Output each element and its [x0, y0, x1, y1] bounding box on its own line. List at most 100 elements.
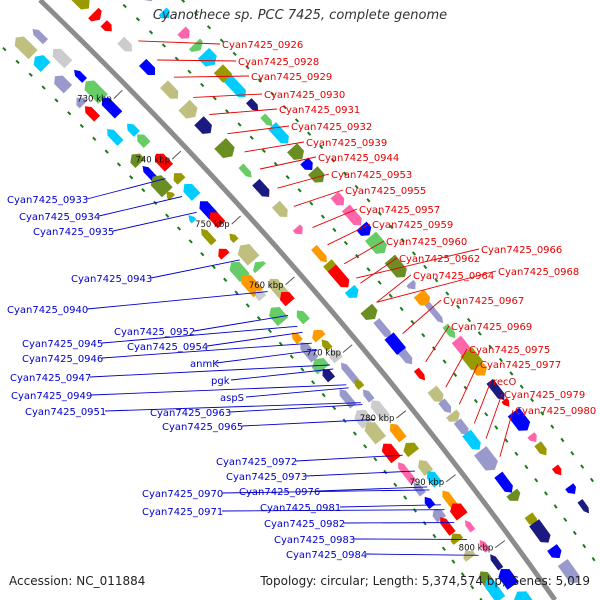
- reverse-gene-label[interactable]: Cyan7425_0933: [7, 195, 88, 206]
- forward-gene-leader: [227, 125, 290, 135]
- forward-gene-leader: [244, 141, 305, 153]
- reverse-gene-leader: [206, 331, 303, 347]
- forward-gene-label[interactable]: Cyan7425_0979: [504, 390, 585, 401]
- reverse-gene-leader: [245, 387, 349, 398]
- reverse-gene-leader: [104, 402, 361, 412]
- reverse-gene-leader: [241, 419, 375, 427]
- forward-gene-label[interactable]: recO: [493, 377, 517, 388]
- forward-gene-label[interactable]: Cyan7425_0977: [480, 360, 561, 371]
- reverse-gene-leader: [89, 364, 330, 378]
- forward-gene-leader: [485, 393, 503, 439]
- forward-gene-label[interactable]: Cyan7425_0953: [331, 170, 412, 181]
- kbp-tick-mark: [342, 344, 353, 353]
- feature-track-1: [137, 0, 590, 514]
- forward-gene-label[interactable]: Cyan7425_0964: [413, 271, 494, 282]
- forward-gene-label[interactable]: Cyan7425_0955: [345, 186, 426, 197]
- reverse-gene-leader: [318, 486, 428, 492]
- reverse-gene-label[interactable]: Cyan7425_0951: [25, 407, 106, 418]
- forward-gene-label[interactable]: Cyan7425_0967: [443, 296, 524, 307]
- forward-gene-leader: [312, 208, 358, 229]
- forward-gene-leader: [277, 173, 330, 189]
- outer-dot-track: [180, 0, 594, 483]
- forward-gene-leader: [260, 156, 317, 170]
- forward-gene-label[interactable]: Cyan7425_0975: [469, 345, 550, 356]
- reverse-gene-label[interactable]: Cyan7425_0981: [260, 503, 341, 514]
- forward-gene-leader: [376, 270, 497, 303]
- forward-gene-leader: [425, 325, 450, 363]
- forward-gene-leader: [209, 108, 278, 115]
- reverse-gene-label[interactable]: Cyan7425_0971: [142, 507, 223, 518]
- forward-gene-label[interactable]: Cyan7425_0966: [481, 245, 562, 256]
- forward-gene-leader: [458, 363, 479, 405]
- reverse-gene-label[interactable]: Cyan7425_0970: [142, 489, 223, 500]
- reverse-gene-label[interactable]: Cyan7425_0943: [71, 274, 152, 285]
- forward-gene-leader: [402, 299, 442, 334]
- reverse-gene-leader: [112, 211, 197, 232]
- forward-gene-label[interactable]: Cyan7425_0962: [399, 254, 480, 265]
- kbp-tick-label: 760 kbp: [249, 281, 284, 291]
- kbp-tick-label: 750 kbp: [195, 220, 230, 230]
- reverse-gene-label[interactable]: Cyan7425_0947: [10, 373, 91, 384]
- map-title: Cyanothece sp. PCC 7425, complete genome: [152, 8, 448, 23]
- kbp-tick-mark: [285, 276, 295, 286]
- forward-gene-label[interactable]: Cyan7425_0960: [386, 237, 467, 248]
- reverse-gene-label[interactable]: aspS: [220, 393, 244, 404]
- forward-gene-leader: [356, 248, 480, 279]
- reverse-gene-label[interactable]: pgk: [211, 376, 230, 387]
- reverse-gene-label[interactable]: Cyan7425_0946: [22, 354, 103, 365]
- reverse-gene-label[interactable]: Cyan7425_0949: [11, 391, 92, 402]
- forward-gene-label[interactable]: Cyan7425_0928: [238, 57, 319, 68]
- reverse-gene-label[interactable]: Cyan7425_0935: [33, 227, 114, 238]
- reverse-gene-label[interactable]: Cyan7425_0954: [127, 342, 208, 353]
- kbp-tick-mark: [113, 89, 123, 99]
- forward-gene-leader: [327, 223, 371, 246]
- reverse-gene-label[interactable]: Cyan7425_0952: [114, 327, 195, 338]
- reverse-gene-leader: [221, 489, 430, 494]
- kbp-tick-label: 790 kbp: [409, 478, 444, 488]
- forward-gene-label[interactable]: Cyan7425_0980: [515, 406, 596, 417]
- reverse-gene-label[interactable]: Cyan7425_0972: [216, 457, 297, 468]
- reverse-gene-leader: [305, 470, 416, 477]
- forward-gene-label[interactable]: Cyan7425_0929: [251, 72, 332, 83]
- forward-gene-label[interactable]: Cyan7425_0932: [291, 122, 372, 133]
- reverse-gene-label[interactable]: Cyan7425_0963: [150, 408, 231, 419]
- reverse-gene-leader: [101, 342, 312, 359]
- reverse-gene-leader: [230, 368, 334, 381]
- reverse-gene-leader: [221, 509, 445, 512]
- reverse-gene-label[interactable]: Cyan7425_0934: [19, 212, 100, 223]
- forward-gene-label[interactable]: Cyan7425_0931: [279, 105, 360, 116]
- kbp-tick-label: 740 kbp: [135, 155, 170, 165]
- reverse-gene-label[interactable]: Cyan7425_0945: [22, 339, 103, 350]
- forward-gene-label[interactable]: Cyan7425_0926: [222, 40, 303, 51]
- forward-gene-label[interactable]: Cyan7425_0957: [359, 205, 440, 216]
- accession-text: Accession: NC_011884: [9, 574, 146, 588]
- kbp-tick-mark: [495, 540, 506, 549]
- reverse-gene-leader: [229, 404, 363, 413]
- kbp-tick-mark: [445, 474, 456, 483]
- reverse-gene-label[interactable]: Cyan7425_0965: [162, 422, 243, 433]
- forward-gene-label[interactable]: Cyan7425_0944: [318, 153, 399, 164]
- forward-gene-leader: [138, 40, 221, 45]
- reverse-gene-leader: [98, 196, 183, 217]
- reverse-gene-label[interactable]: anmK: [190, 359, 219, 370]
- forward-gene-label[interactable]: Cyan7425_0959: [372, 220, 453, 231]
- kbp-tick-label: 730 kbp: [77, 95, 112, 105]
- reverse-gene-label[interactable]: Cyan7425_0982: [264, 519, 345, 530]
- genome-backbone: [38, 0, 558, 600]
- reverse-gene-leader: [86, 178, 166, 200]
- forward-gene-label[interactable]: Cyan7425_0969: [451, 322, 532, 333]
- forward-gene-leader: [360, 257, 398, 284]
- forward-gene-leader: [173, 75, 250, 78]
- forward-gene-leader: [343, 240, 385, 265]
- forward-gene-leader: [193, 93, 263, 98]
- reverse-gene-label[interactable]: Cyan7425_0973: [226, 472, 307, 483]
- reverse-gene-label[interactable]: Cyan7425_0983: [274, 535, 355, 546]
- kbp-tick-mark: [171, 150, 182, 160]
- forward-gene-label[interactable]: Cyan7425_0968: [498, 267, 579, 278]
- forward-gene-label[interactable]: Cyan7425_0930: [264, 90, 345, 101]
- reverse-gene-label[interactable]: Cyan7425_0940: [7, 305, 88, 316]
- genome-summary-text: Topology: circular; Length: 5,374,574 bp…: [260, 574, 590, 588]
- forward-gene-label[interactable]: Cyan7425_0939: [306, 138, 387, 149]
- reverse-gene-label[interactable]: Cyan7425_0984: [286, 550, 367, 561]
